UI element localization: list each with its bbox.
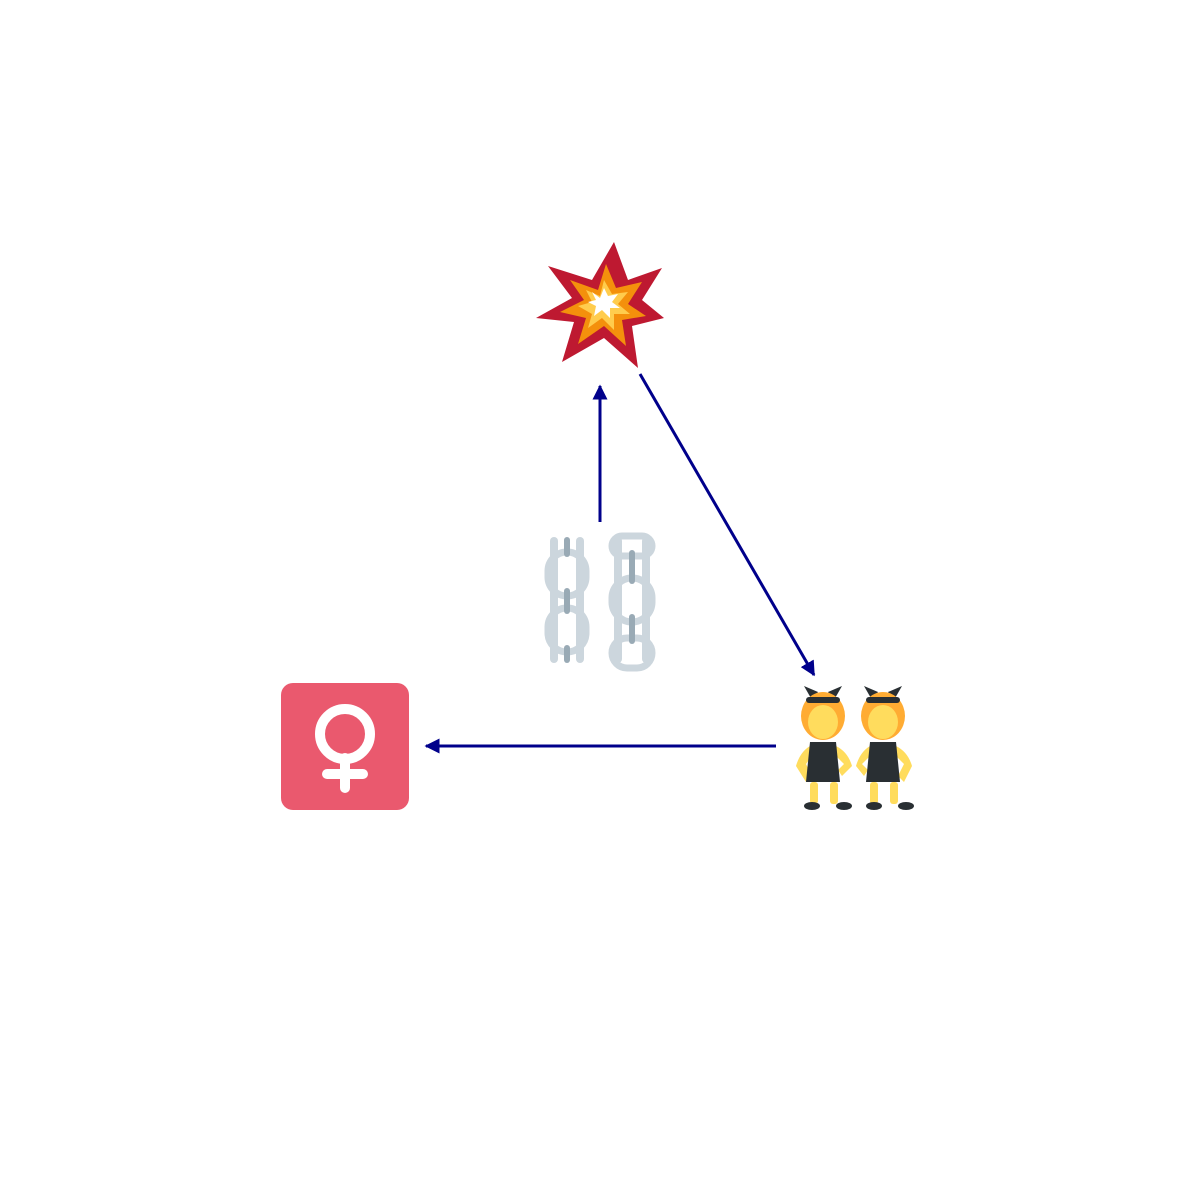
right-figure — [856, 686, 914, 810]
node-women-with-bunny-ears — [796, 686, 914, 810]
node-female-sign — [281, 683, 409, 810]
edges — [424, 373, 816, 754]
node-chains — [544, 532, 656, 672]
edge-collision-to-women — [638, 373, 816, 677]
women-with-bunny-ears-icon — [796, 686, 914, 810]
node-collision — [536, 242, 664, 368]
chains-icon — [544, 532, 656, 672]
female-sign-icon — [281, 683, 409, 810]
left-figure — [796, 686, 852, 810]
collision-icon — [536, 242, 664, 368]
